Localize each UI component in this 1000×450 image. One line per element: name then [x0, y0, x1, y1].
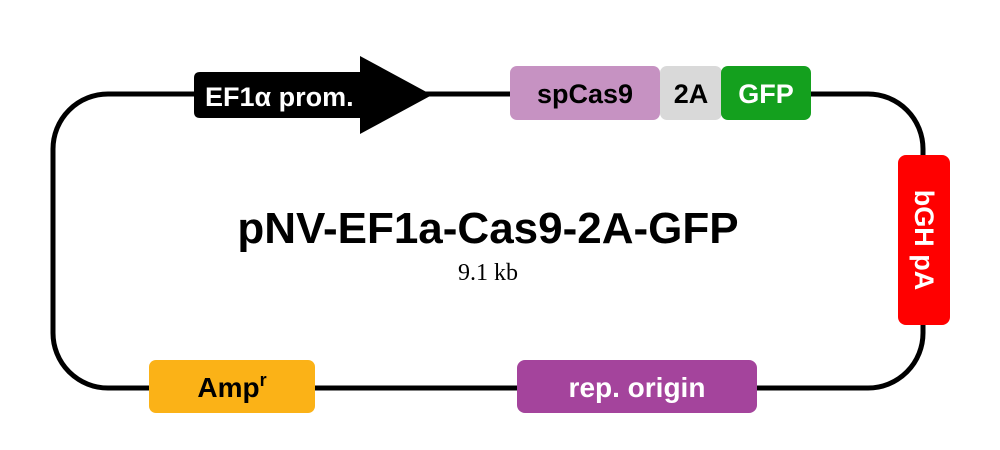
feature-gfp: GFP [721, 66, 811, 120]
ampr-box [149, 360, 315, 413]
ampr-label-main: Amp [197, 372, 259, 403]
spcas9-label: spCas9 [537, 79, 633, 109]
ampr-label: Ampr [197, 370, 266, 403]
ampr-label-superscript: r [260, 370, 267, 390]
plasmid-size: 9.1 kb [458, 260, 518, 286]
t2a-box [660, 66, 722, 120]
feature-ampr: Ampr [149, 360, 315, 413]
feature-ef1a-promoter: EF1α prom. [194, 56, 432, 134]
gfp-box [721, 66, 811, 120]
gfp-label: GFP [738, 79, 794, 109]
spcas9-box [510, 66, 660, 120]
promoter-arrow-shape [194, 56, 432, 134]
feature-bgh-pa: bGH pA [898, 155, 950, 325]
t2a-label: 2A [674, 79, 709, 109]
promoter-label: EF1α prom. [205, 82, 354, 112]
feature-rep-origin: rep. origin [517, 360, 757, 413]
plasmid-name: pNV-EF1a-Cas9-2A-GFP [237, 204, 738, 253]
feature-spcas9: spCas9 [510, 66, 660, 120]
bgh-pa-label: bGH pA [909, 190, 939, 291]
feature-2a: 2A [660, 66, 722, 120]
rep-origin-label: rep. origin [569, 372, 706, 403]
rep-origin-box [517, 360, 757, 413]
bgh-pa-box [898, 155, 950, 325]
